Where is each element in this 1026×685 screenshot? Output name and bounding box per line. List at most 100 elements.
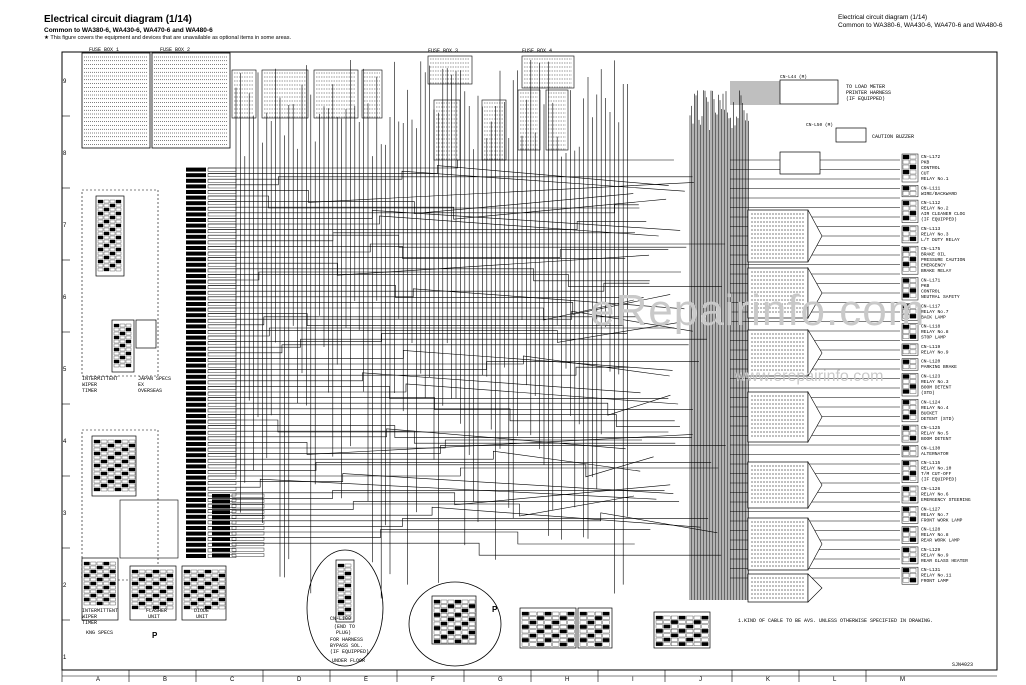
relay-desc-label: CONTROL: [921, 289, 941, 295]
connector-pin: [113, 327, 120, 332]
relay-desc-label: RELAY No.7: [921, 512, 949, 518]
relay-desc-label: L/T DUTY RELAY: [921, 237, 960, 243]
connector-pin: [103, 215, 110, 220]
relay-connector-notch: [807, 390, 823, 444]
connector-pin: [115, 251, 122, 256]
connector-pin: [663, 642, 671, 646]
cn-l172-connector: [779, 151, 821, 175]
connector-pin: [337, 599, 345, 604]
bottom-connectors: [306, 549, 711, 667]
connector-pin: [544, 633, 552, 638]
pin-label: [212, 515, 230, 520]
connector-pin: [100, 443, 108, 448]
wire: [208, 439, 643, 449]
connector-pin: [602, 642, 610, 647]
connector-pin: [693, 629, 701, 633]
connector-pin: [468, 617, 476, 622]
relay-desc-label: STOP LAMP: [921, 335, 946, 341]
connector-pin: [103, 569, 110, 574]
connector-pin: [197, 577, 205, 582]
pin-code: [207, 352, 237, 357]
connector-pin: [128, 451, 136, 456]
connector-pin: [93, 475, 101, 480]
connector-pin: [183, 605, 191, 610]
relay-desc-label: BOOM DETENT: [921, 436, 952, 442]
connector-pin: [693, 642, 701, 646]
connector-pin: [96, 601, 103, 606]
connector-pin: [440, 604, 448, 608]
wire: [208, 338, 707, 348]
connector-pin: [521, 633, 529, 638]
connector-pin: [100, 459, 108, 464]
connector-pin: [595, 616, 602, 620]
connector-pin: [529, 625, 537, 629]
connector-pin: [100, 479, 108, 484]
connector-pin: [602, 638, 610, 642]
connector-pin: [103, 203, 110, 208]
connector-pin: [909, 186, 917, 191]
relay-desc-label: RELAY No.9: [921, 552, 949, 558]
connector-pin: [344, 571, 352, 576]
connector-pin: [344, 595, 352, 600]
pin-code: [207, 369, 237, 374]
pin-code: [207, 223, 237, 228]
col-label: E: [364, 677, 368, 683]
connector-pin: [115, 227, 122, 232]
pin-label: [186, 554, 206, 558]
connector-pin: [166, 589, 174, 594]
connector-pin: [204, 573, 212, 578]
connector-pin: [218, 577, 226, 582]
pin-label: [186, 218, 206, 222]
connector-pin: [663, 624, 671, 629]
under-floor-line-5: (IF EQUIPPED): [330, 649, 369, 655]
connector-pin: [125, 363, 132, 368]
wire: [208, 467, 719, 477]
connector-pin: [344, 603, 352, 608]
connector-pin: [115, 199, 122, 204]
connector-pin: [218, 589, 226, 594]
pin-label: [186, 173, 206, 178]
diode-unit-2: UNIT: [196, 614, 208, 620]
connector-pin: [909, 359, 917, 364]
pin-label: [186, 240, 206, 245]
wire: [208, 456, 654, 478]
pin-code: [231, 499, 265, 503]
connector-pin: [93, 463, 101, 468]
connector-pin: [159, 573, 167, 578]
relay-cn-label: CN-L127: [921, 506, 941, 512]
connector-pin: [655, 615, 663, 620]
connector-pin: [337, 615, 345, 620]
connector-pin: [113, 363, 120, 368]
connector-pin: [125, 351, 132, 356]
flasher-unit-1: FLASHER: [146, 608, 167, 614]
connector-pin: [138, 601, 146, 606]
connector-pin: [529, 638, 537, 642]
pin-label: [186, 391, 206, 396]
connector-pin: [902, 169, 910, 175]
connector-pin: [109, 215, 116, 220]
connector-pin: [125, 355, 132, 360]
wire: [208, 176, 693, 186]
connector-pin: [128, 463, 136, 468]
connector-pin: [93, 455, 101, 460]
connector-pin: [902, 288, 910, 293]
relay-desc-label: RELAY No.6: [921, 492, 949, 498]
connector-pin: [211, 597, 219, 602]
pin-code: [207, 206, 237, 211]
relay-cn-label: CN-L124: [921, 399, 941, 405]
connector-pin: [128, 439, 136, 444]
connector-pin: [587, 620, 595, 625]
pin-label: [186, 341, 206, 346]
connector-pin: [433, 630, 441, 635]
pin-label: [186, 279, 206, 284]
connector-pin: [159, 605, 167, 610]
connector-pin: [902, 283, 910, 288]
connector-pin: [103, 263, 110, 268]
connector-pin: [902, 507, 910, 512]
connector-pin: [103, 243, 110, 248]
relay-connector-block: [747, 391, 809, 443]
connector-pin: [337, 571, 345, 576]
pin-code: [207, 330, 237, 334]
cn-l44-label: CN-L44 (M): [780, 74, 807, 80]
connector-pin: [909, 578, 917, 583]
